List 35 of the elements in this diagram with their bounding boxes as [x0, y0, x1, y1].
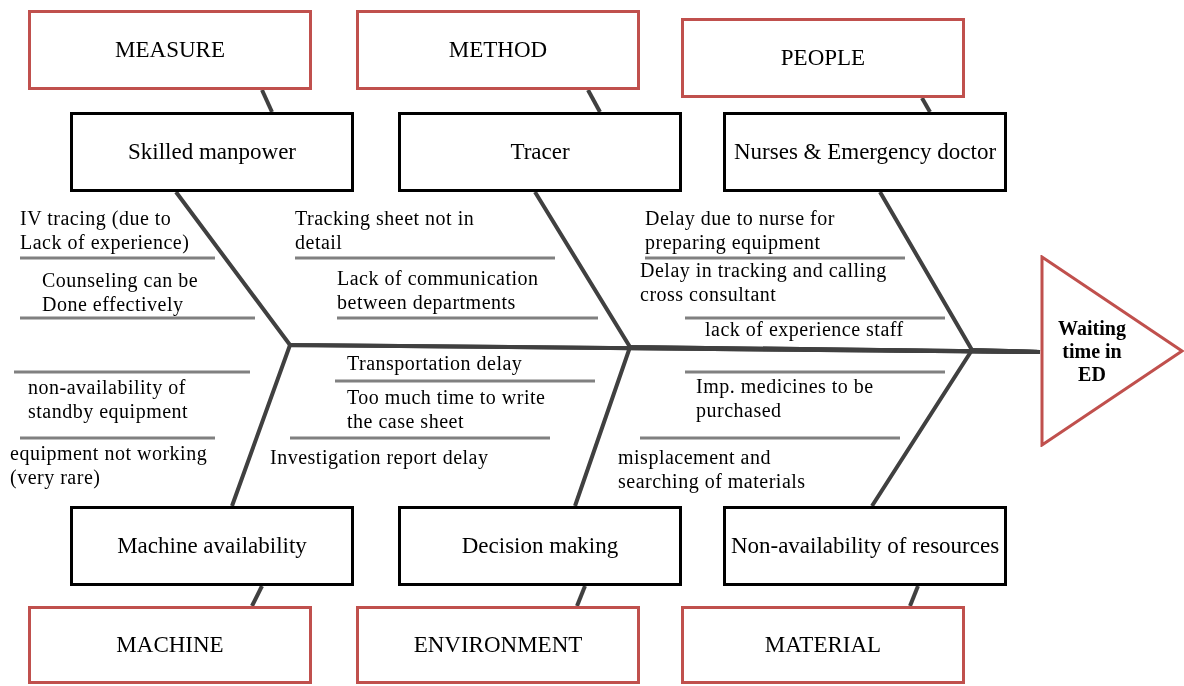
- fishbone-line: [575, 585, 587, 607]
- cause-text: Lack of communication between departments: [337, 266, 540, 314]
- problem-text: Waiting time in ED: [1057, 316, 1127, 386]
- cause-box: Non-availability of resources: [723, 506, 1007, 586]
- category-box: MEASURE: [28, 10, 312, 90]
- cause-box: Machine availability: [70, 506, 354, 586]
- fishbone-line: [908, 585, 920, 607]
- cause-box: Nurses & Emergency doctor: [723, 112, 1007, 192]
- category-box: PEOPLE: [681, 18, 965, 98]
- cause-text: Transportation delay: [347, 351, 524, 375]
- cause-text: misplacement and searching of materials: [618, 445, 807, 493]
- cause-text: lack of experience staff: [705, 317, 905, 341]
- fishbone-line: [920, 97, 932, 113]
- problem-triangle: [1040, 255, 1184, 447]
- cause-text: equipment not working (very rare): [10, 441, 209, 489]
- category-box: METHOD: [356, 10, 640, 90]
- cause-text: Too much time to write the case sheet: [347, 385, 547, 433]
- fishbone-line: [870, 347, 1041, 508]
- cause-text: Delay due to nurse for preparing equipment: [645, 206, 836, 254]
- cause-text: Counseling can be Done effectively: [42, 268, 200, 316]
- cause-box: Decision making: [398, 506, 682, 586]
- category-box: ENVIRONMENT: [356, 606, 640, 684]
- cause-text: Delay in tracking and calling cross consultant: [640, 258, 888, 306]
- fishbone-line: [250, 585, 264, 607]
- cause-text: IV tracing (due to Lack of experience): [20, 206, 191, 254]
- category-box: MATERIAL: [681, 606, 965, 684]
- fishbone-line: [586, 89, 602, 113]
- cause-text: Investigation report delay: [270, 445, 490, 469]
- cause-text: Imp. medicines to be purchased: [696, 374, 875, 422]
- cause-box: Tracer: [398, 112, 682, 192]
- category-box: MACHINE: [28, 606, 312, 684]
- cause-text: non-availability of standby equipment: [28, 375, 190, 423]
- fishbone-line: [260, 89, 274, 113]
- cause-text: Tracking sheet not in detail: [295, 206, 476, 254]
- cause-box: Skilled manpower: [70, 112, 354, 192]
